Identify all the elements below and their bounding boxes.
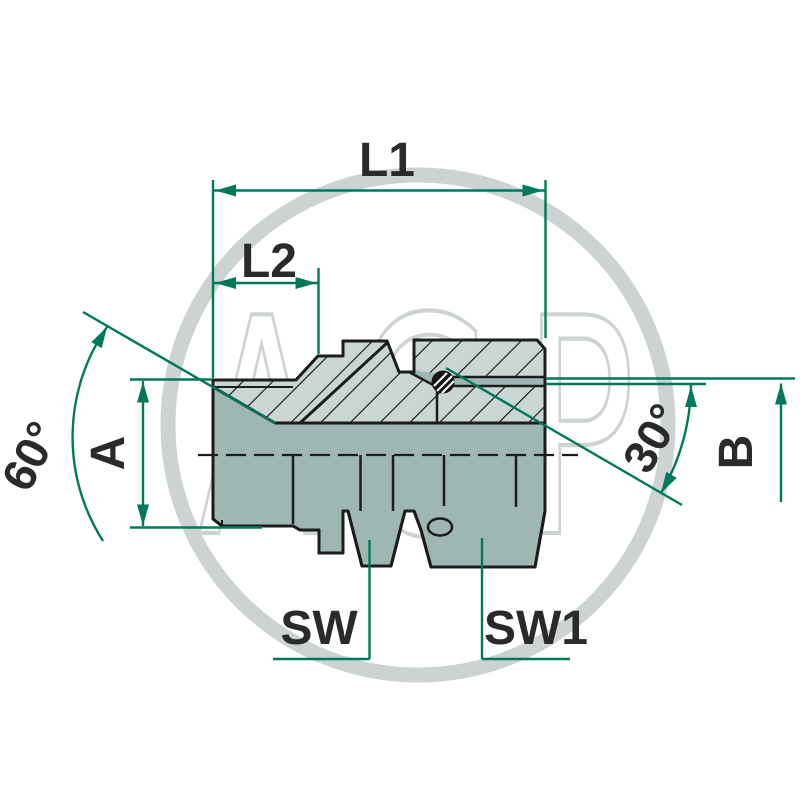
arrowhead-icon <box>215 184 236 197</box>
section-body-hatch <box>213 341 437 423</box>
section-nut-upper-hatch <box>414 340 545 377</box>
arrowhead-icon <box>137 381 149 403</box>
arrowhead-icon <box>775 383 787 405</box>
body-seal-cone-line <box>298 340 390 425</box>
dimension-l1 <box>211 180 547 378</box>
watermark-circle <box>160 167 676 683</box>
label-l1: L1 <box>359 134 415 187</box>
arrowhead-icon <box>685 386 697 407</box>
dimension-angle-30 <box>445 366 795 507</box>
label-a: A <box>82 436 135 471</box>
section-nut-lower-hatch <box>437 386 545 423</box>
dimensions <box>71 180 795 661</box>
arrowhead-icon <box>295 277 317 289</box>
label-b: B <box>710 435 763 470</box>
leader-sw <box>273 540 371 661</box>
dimension-b <box>775 383 787 502</box>
o-ring-icon <box>431 370 455 394</box>
arrowhead-icon <box>91 327 107 349</box>
dimension-a <box>130 378 262 529</box>
arrowhead-icon <box>661 471 677 493</box>
label-sw: SW <box>280 602 358 655</box>
label-l2: L2 <box>241 235 297 288</box>
arrowhead-icon <box>137 504 149 526</box>
dimension-angle-60 <box>71 310 276 542</box>
weep-hole <box>426 517 454 537</box>
label-angle-60: 60° <box>0 413 69 499</box>
leader-sw1 <box>480 538 570 661</box>
label-sw1: SW1 <box>484 602 588 655</box>
nut-front-edge <box>408 370 436 388</box>
arrowhead-icon <box>522 184 544 197</box>
arrowhead-icon <box>215 277 236 289</box>
dimension-l2 <box>213 268 320 354</box>
body-outline <box>211 338 547 569</box>
